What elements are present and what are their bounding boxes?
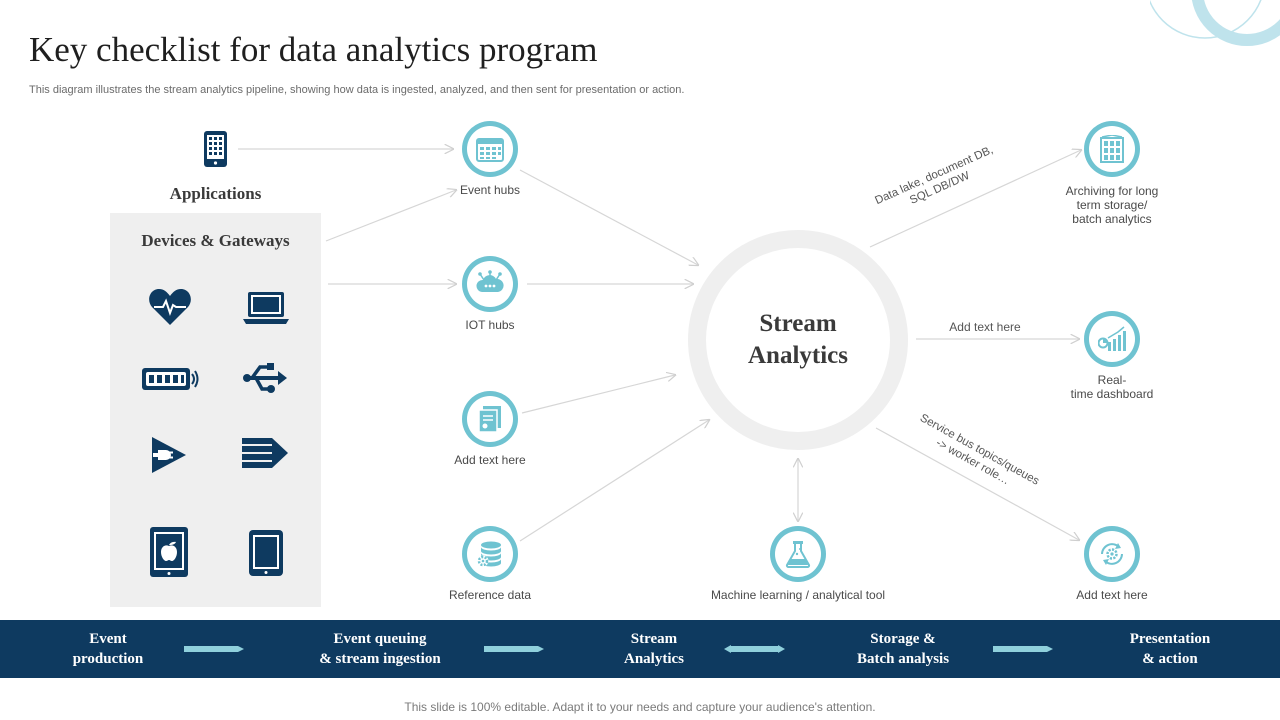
router-icon xyxy=(140,364,200,399)
stage-4-line1: Presentation xyxy=(1129,631,1211,647)
center-line2: Analytics xyxy=(748,342,848,369)
applications-label: Applications xyxy=(169,184,262,203)
dashboard-line2: time dashboard xyxy=(1070,387,1154,401)
heart-rate-icon xyxy=(148,287,192,332)
edge-addtext-center xyxy=(521,375,675,414)
stage-0-line2: production xyxy=(72,651,144,667)
server-rack-icon xyxy=(240,436,290,477)
event-hubs-node xyxy=(462,121,518,177)
center-line1: Stream xyxy=(759,310,837,337)
archiving-line3: batch analytics xyxy=(1072,212,1152,226)
documents-icon xyxy=(478,406,501,433)
edge-center-output xyxy=(875,427,1079,540)
stage-4-line2: & action xyxy=(1142,651,1198,667)
stage-0-line1: Event xyxy=(89,631,127,647)
stage-1-line2: & stream ingestion xyxy=(319,651,441,667)
stage-event-queuing: Event queuing & stream ingestion xyxy=(290,620,470,678)
devices-panel: Devices & Gateways xyxy=(110,213,321,607)
edge-reference-center xyxy=(519,420,709,542)
dashboard-node xyxy=(1084,311,1140,367)
iot-hubs-label: IOT hubs xyxy=(465,318,515,332)
refresh-gear-icon xyxy=(1101,543,1123,565)
output-add-text-node xyxy=(1084,526,1140,582)
stage-3-line2: Batch analysis xyxy=(856,651,950,667)
archiving-label: Archiving for long term storage/ batch a… xyxy=(1042,184,1182,226)
laptop-icon xyxy=(242,290,290,331)
add-text-node xyxy=(462,391,518,447)
ml-node xyxy=(770,526,826,582)
ml-label: Machine learning / analytical tool xyxy=(710,588,886,602)
stage-1-line1: Event queuing xyxy=(333,631,427,647)
stage-2-line2: Analytics xyxy=(624,651,684,667)
tablet-icon xyxy=(248,529,284,582)
edge-devices-eventhubs xyxy=(325,190,456,242)
plug-icon xyxy=(150,435,188,480)
storage-shelf-icon xyxy=(1100,135,1124,163)
bar-chart-icon xyxy=(1098,326,1126,351)
page-subtitle: This diagram illustrates the stream anal… xyxy=(29,84,685,96)
arrow-4 xyxy=(993,646,1053,652)
reference-data-label: Reference data xyxy=(448,588,532,602)
arrow-3 xyxy=(724,645,785,653)
archiving-node xyxy=(1084,121,1140,177)
iot-hubs-node xyxy=(462,256,518,312)
stage-presentation-action: Presentation & action xyxy=(1100,620,1240,678)
corner-decoration xyxy=(1150,0,1280,50)
edge-center-archive xyxy=(869,150,1081,248)
dashboard-line1: Real- xyxy=(1097,373,1127,387)
stage-3-line1: Storage & xyxy=(870,631,936,647)
archiving-line1: Archiving for long xyxy=(1065,184,1159,198)
edge-eventhubs-center xyxy=(519,169,698,265)
database-gear-icon xyxy=(477,541,501,567)
stage-event-production: Event production xyxy=(38,620,178,678)
apple-tablet-icon xyxy=(149,526,189,583)
reference-data-node xyxy=(462,526,518,582)
usb-icon xyxy=(242,361,288,400)
arrow-2 xyxy=(484,646,544,652)
dashboard-label: Real- time dashboard xyxy=(1042,373,1182,401)
arrow-1 xyxy=(184,646,244,652)
pipeline-arrows xyxy=(184,645,1053,653)
iot-cloud-icon xyxy=(476,270,504,292)
archiving-line2: term storage/ xyxy=(1076,198,1148,212)
output-add-text-label: Add text here xyxy=(1076,588,1148,602)
devices-label: Devices & Gateways xyxy=(141,231,290,250)
footer-note: This slide is 100% editable. Adapt it to… xyxy=(404,700,876,714)
stage-2-line1: Stream xyxy=(630,631,678,647)
page-title: Key checklist for data analytics program xyxy=(29,30,598,69)
flask-icon xyxy=(785,541,811,568)
dashboard-edge-label: Add text here xyxy=(949,320,1021,334)
calendar-grid-icon xyxy=(476,138,504,162)
event-hubs-label: Event hubs xyxy=(459,183,521,197)
add-text-label: Add text here xyxy=(454,453,526,467)
phone-icon xyxy=(203,130,228,173)
stage-storage-batch: Storage & Batch analysis xyxy=(823,620,983,678)
